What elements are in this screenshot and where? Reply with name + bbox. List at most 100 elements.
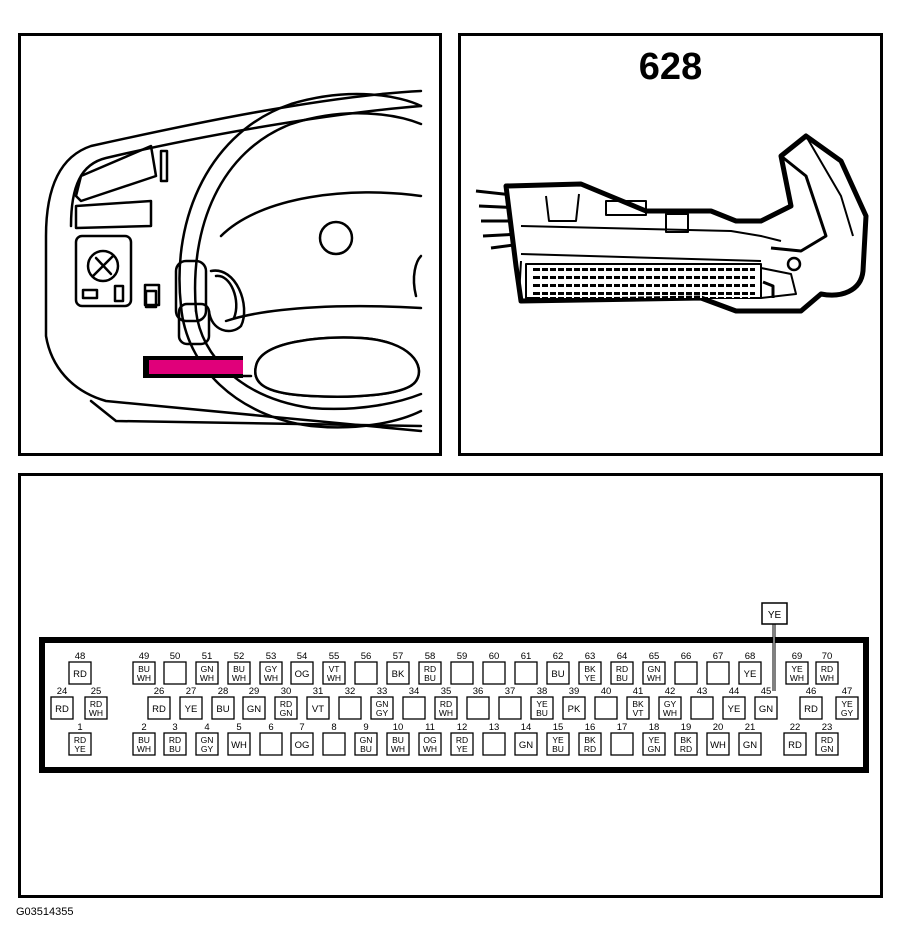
wire-color: GN	[759, 704, 773, 715]
pin-box	[68, 661, 92, 685]
pin-number: 50	[170, 651, 181, 662]
pin-box	[594, 696, 618, 720]
branch-label: YE	[768, 610, 782, 621]
pin-number: 58	[425, 651, 436, 662]
pin-box	[815, 661, 839, 685]
wire-color: RD	[90, 699, 102, 709]
pin-box	[386, 732, 410, 756]
pin-box	[785, 661, 809, 685]
pin-number: 37	[505, 686, 516, 697]
pin-box	[514, 732, 538, 756]
pin-number: 28	[218, 686, 229, 697]
wire-color: WH	[710, 740, 726, 751]
pin-box	[498, 696, 522, 720]
pin-number: 16	[585, 722, 596, 733]
pin-61: 61	[514, 651, 538, 685]
pin-number: 14	[521, 722, 532, 733]
wire-color: GN	[648, 744, 661, 754]
dashboard-panel	[18, 33, 442, 456]
pin-number: 12	[457, 722, 468, 733]
pin-box	[706, 661, 730, 685]
pin-number: 10	[393, 722, 404, 733]
wire-color: YE	[841, 699, 853, 709]
pin-number: 62	[553, 651, 564, 662]
pin-number: 30	[281, 686, 292, 697]
wire-color: OG	[423, 735, 436, 745]
wire-color: GN	[743, 740, 757, 751]
pin-number: 38	[537, 686, 548, 697]
wire-color: BK	[680, 735, 692, 745]
pin-43: 43	[690, 686, 714, 720]
pin-number: 6	[268, 722, 273, 733]
pin-box	[418, 661, 442, 685]
pin-number: 64	[617, 651, 628, 662]
wire-color: GN	[360, 735, 373, 745]
wire-color: GN	[519, 740, 533, 751]
pin-box	[835, 696, 859, 720]
pin-37: 37	[498, 686, 522, 720]
pin-number: 33	[377, 686, 388, 697]
connector-face	[39, 637, 869, 773]
pin-box	[738, 661, 762, 685]
pin-box	[610, 732, 634, 756]
image-id: G03514355	[16, 906, 74, 918]
pin-17: 17	[610, 722, 634, 756]
wire-color: RD	[821, 664, 833, 674]
pin-box	[322, 661, 346, 685]
pin-box	[306, 696, 330, 720]
pin-34: 34	[402, 686, 426, 720]
pin-box	[259, 661, 283, 685]
wire-color: WH	[663, 708, 677, 718]
pin-number: 70	[822, 651, 833, 662]
pin-number: 18	[649, 722, 660, 733]
pin-number: 31	[313, 686, 324, 697]
pin-box	[322, 732, 346, 756]
wire-color: OG	[295, 669, 310, 680]
pin-5: 5WH	[227, 722, 251, 756]
pin-number: 69	[792, 651, 803, 662]
pin-box	[84, 696, 108, 720]
wire-color: BU	[536, 708, 548, 718]
pin-box	[738, 732, 762, 756]
pin-number: 7	[299, 722, 304, 733]
connector-panel: 628	[458, 33, 883, 456]
pin-box	[626, 696, 650, 720]
wire-color: RD	[280, 699, 292, 709]
pin-number: 11	[425, 722, 435, 733]
pin-number: 39	[569, 686, 580, 697]
wire-color: RD	[73, 669, 87, 680]
pin-number: 53	[266, 651, 277, 662]
pin-number: 68	[745, 651, 756, 662]
wire-color: WH	[89, 708, 103, 718]
wire-color: GY	[841, 708, 854, 718]
pin-box	[163, 661, 187, 685]
pin-box	[514, 661, 538, 685]
wire-color: WH	[391, 744, 405, 754]
wire-color: YE	[456, 744, 468, 754]
pin-box	[754, 696, 778, 720]
pin-number: 36	[473, 686, 484, 697]
pin-number: 59	[457, 651, 468, 662]
pin-box	[690, 696, 714, 720]
pin-36: 36	[466, 686, 490, 720]
pin-box	[482, 661, 506, 685]
wire-color: BU	[616, 673, 628, 683]
wire-color: GN	[201, 735, 214, 745]
pin-number: 15	[553, 722, 564, 733]
pin-number: 54	[297, 651, 308, 662]
pin-number: 61	[521, 651, 532, 662]
